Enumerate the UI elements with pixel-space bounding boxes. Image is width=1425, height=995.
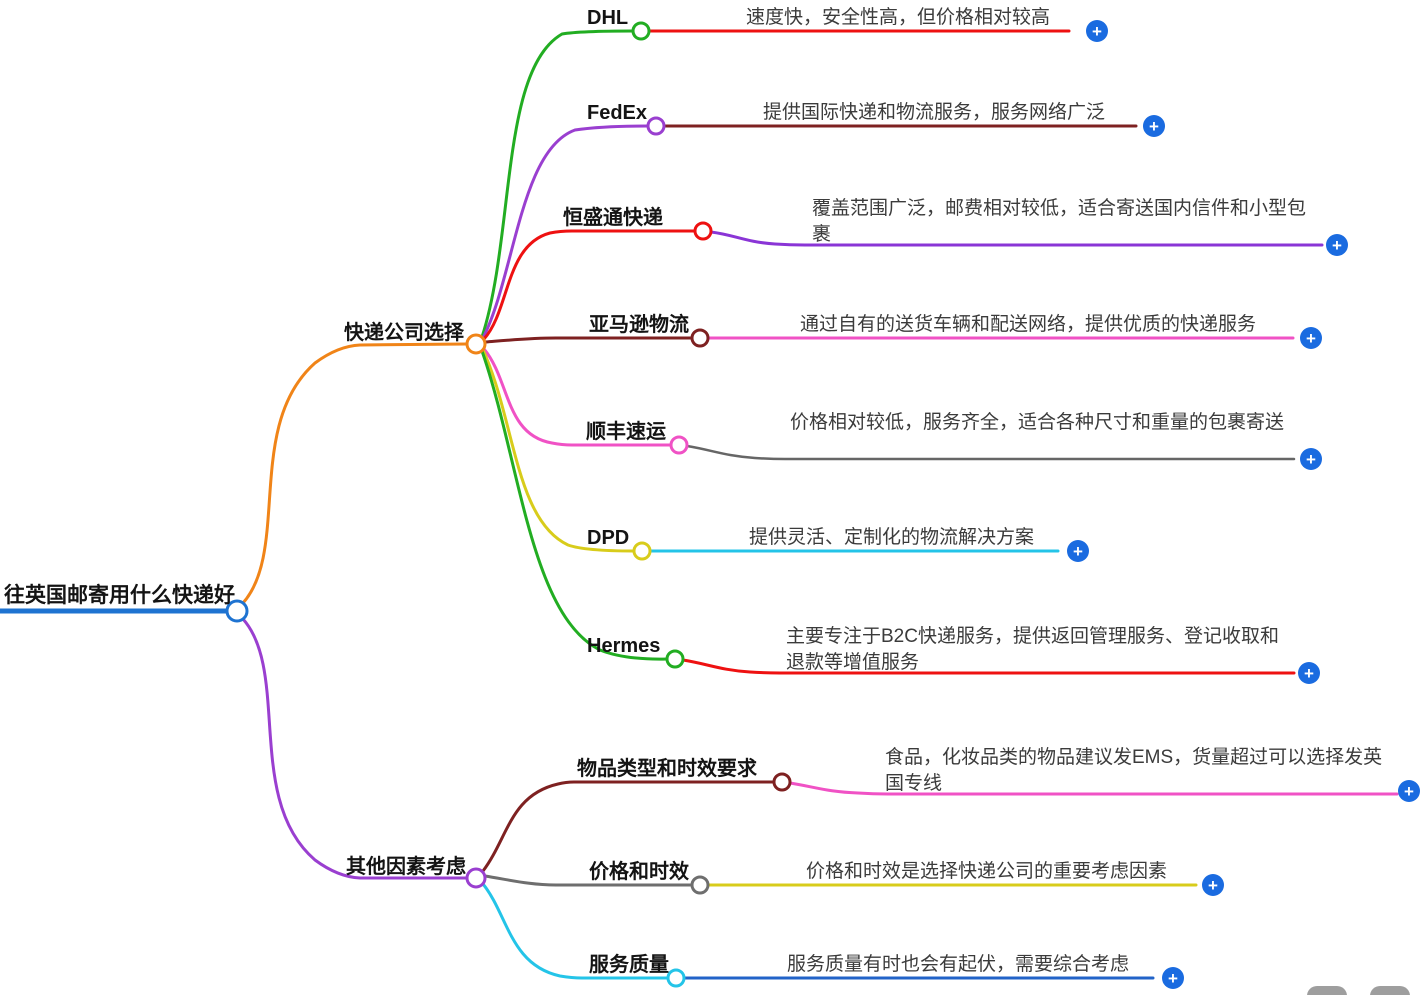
child-line-dhl — [480, 29, 635, 339]
node-label-item-type[interactable]: 物品类型和时效要求 — [577, 758, 757, 780]
node-circle-dpd[interactable] — [632, 541, 652, 561]
node-label-service-quality[interactable]: 服务质量 — [589, 954, 669, 976]
node-desc-hermes[interactable]: 主要专注于B2C快递服务，提供返回管理服务、登记收取和退款等增值服务 — [786, 626, 1279, 673]
node-circle-item-type[interactable] — [772, 772, 792, 792]
expand-button-hermes[interactable]: + — [1298, 662, 1320, 684]
expand-button-sf-express[interactable]: + — [1300, 448, 1322, 470]
node-desc-fedex[interactable]: 提供国际快递和物流服务，服务网络广泛 — [763, 102, 1106, 123]
child-line-price-time — [483, 874, 694, 887]
expand-button-fedex[interactable]: + — [1143, 115, 1165, 137]
child-line-sf-express — [482, 347, 673, 447]
desc-line-hermes — [681, 658, 1296, 675]
expand-button-price-time[interactable]: + — [1202, 874, 1224, 896]
child-line-amazon-logistics — [484, 336, 694, 344]
node-desc-sf-express[interactable]: 价格相对较低，服务齐全，适合各种尺寸和重量的包裹寄送 — [790, 412, 1285, 433]
node-circle-price-time[interactable] — [690, 875, 710, 895]
node-desc-price-time[interactable]: 价格和时效是选择快递公司的重要考虑因素 — [806, 861, 1168, 882]
node-label-dpd[interactable]: DPD — [587, 527, 630, 549]
branch-label-other-factors[interactable]: 其他因素考虑 — [346, 856, 466, 878]
node-label-hermes[interactable]: Hermes — [587, 635, 661, 657]
branch-node-circle-other-factors[interactable] — [465, 867, 487, 889]
node-label-dhl[interactable]: DHL — [587, 7, 629, 29]
root-node-label[interactable]: 往英国邮寄用什么快递好 — [4, 584, 235, 607]
branch-node-circle-courier-selection[interactable] — [465, 333, 487, 355]
node-circle-amazon-logistics[interactable] — [690, 328, 710, 348]
child-line-hermes — [480, 349, 669, 661]
node-desc-service-quality[interactable]: 服务质量有时也会有起伏，需要综合考虑 — [787, 954, 1130, 975]
root-node-circle[interactable] — [225, 599, 249, 623]
node-desc-hengshengtong[interactable]: 覆盖范围广泛，邮费相对较低，适合寄送国内信件和小型包裹 — [812, 198, 1307, 245]
node-circle-dhl[interactable] — [631, 21, 651, 41]
corner-toolbar-button-1[interactable] — [1307, 986, 1347, 995]
node-label-hengshengtong[interactable]: 恒盛通快递 — [563, 207, 663, 229]
branch-line-other-factors — [241, 617, 469, 880]
desc-line-sf-express — [685, 444, 1296, 461]
desc-line-hengshengtong — [709, 230, 1324, 247]
child-line-dpd — [481, 348, 636, 553]
branch-label-courier-selection[interactable]: 快递公司选择 — [344, 322, 464, 344]
node-circle-hengshengtong[interactable] — [693, 221, 713, 241]
node-circle-sf-express[interactable] — [669, 435, 689, 455]
expand-button-dhl[interactable]: + — [1086, 20, 1108, 42]
node-desc-dpd[interactable]: 提供灵活、定制化的物流解决方案 — [749, 527, 1035, 548]
node-label-sf-express[interactable]: 顺丰速运 — [586, 421, 666, 443]
node-desc-item-type[interactable]: 食品，化妆品类的物品建议发EMS，货量超过可以选择发英国专线 — [885, 747, 1383, 794]
node-circle-service-quality[interactable] — [666, 968, 686, 988]
child-line-hengshengtong — [482, 229, 697, 341]
child-line-fedex — [481, 124, 650, 340]
node-desc-dhl[interactable]: 速度快，安全性高，但价格相对较高 — [746, 7, 1051, 28]
expand-button-amazon-logistics[interactable]: + — [1300, 327, 1322, 349]
node-label-amazon-logistics[interactable]: 亚马逊物流 — [589, 314, 689, 336]
node-circle-fedex[interactable] — [646, 116, 666, 136]
node-circle-hermes[interactable] — [665, 649, 685, 669]
expand-button-dpd[interactable]: + — [1067, 540, 1089, 562]
node-label-price-time[interactable]: 价格和时效 — [589, 861, 689, 883]
expand-button-hengshengtong[interactable]: + — [1326, 234, 1348, 256]
node-desc-amazon-logistics[interactable]: 通过自有的送货车辆和配送网络，提供优质的快递服务 — [800, 314, 1257, 335]
node-label-fedex[interactable]: FedEx — [587, 102, 648, 124]
child-line-service-quality — [481, 882, 670, 980]
child-line-item-type — [481, 780, 776, 873]
desc-line-item-type — [788, 781, 1399, 796]
branch-line-courier-selection — [241, 342, 469, 605]
expand-button-item-type[interactable]: + — [1398, 780, 1420, 802]
corner-toolbar-button-2[interactable] — [1370, 986, 1410, 995]
expand-button-service-quality[interactable]: + — [1162, 967, 1184, 989]
